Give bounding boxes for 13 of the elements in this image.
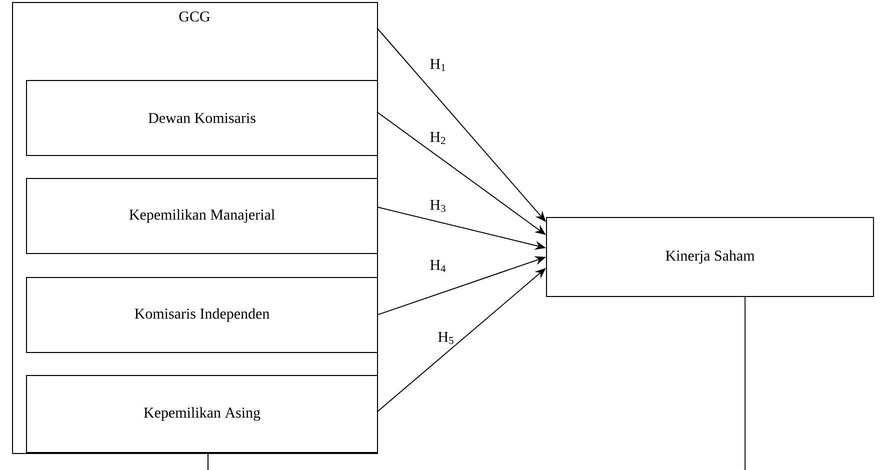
group-box [12,2,378,454]
edge-label: H$_{3}$ [428,198,448,214]
edge-label: H$_{5}$ [436,330,456,346]
process-box: Kinerja Saham [546,216,874,297]
connector-line [744,295,746,470]
box-heading: GCG [179,12,210,22]
edge-label: H$_{2}$ [428,131,448,145]
edge-label: H$_{4}$ [428,259,448,273]
process-box: Dewan Komisaris [26,80,378,156]
process-box: Kepemilikan Manajerial [26,178,378,254]
process-box: Kepemilikan Asing [26,374,378,453]
process-box: Komisaris Independen [26,276,378,353]
edge-label: H$_{1}$ [428,58,448,72]
